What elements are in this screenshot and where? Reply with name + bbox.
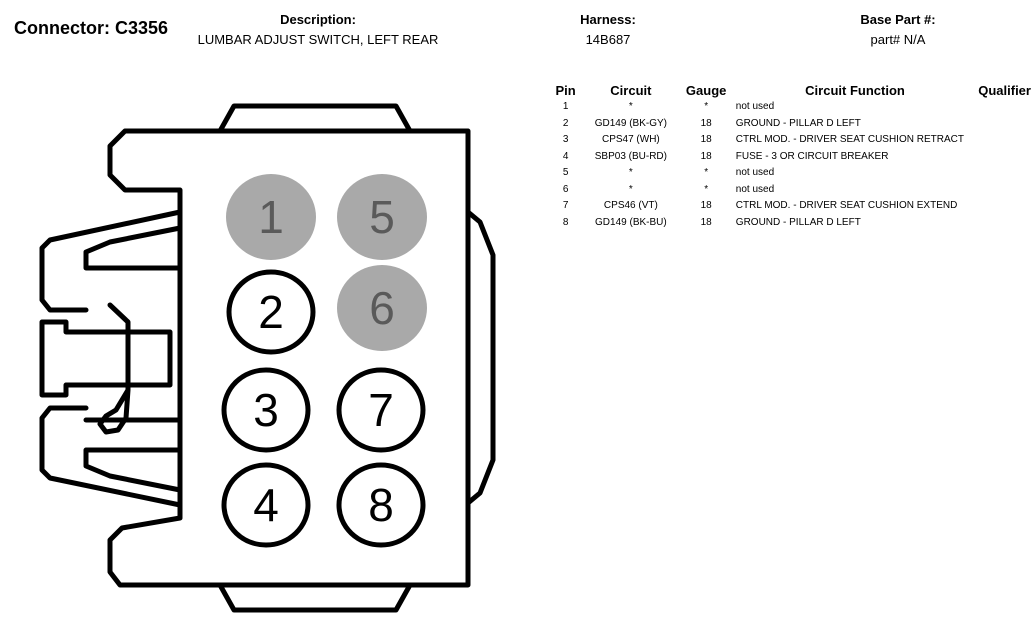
top-latch: [217, 103, 413, 134]
bottom-latch: [217, 582, 413, 613]
qualifier-cell: [978, 149, 1031, 166]
circuit-function-cell: not used: [735, 183, 775, 195]
left-lock-arm-lower-inner: [83, 447, 183, 493]
col-qualifier: Qualifier: [978, 83, 1031, 98]
pin-table: Pin Circuit Gauge Circuit Function Quali…: [550, 82, 1031, 231]
qualifier-cell: [978, 165, 1031, 182]
pin-circle: [226, 269, 316, 355]
pin-number-label: 3: [253, 384, 279, 436]
right-ramp: [465, 209, 496, 506]
pin-cell: 1: [562, 101, 569, 112]
pin-row: 4 SBP03 (BU-RD) 18 FUSE - 3 OR CIRCUIT BREA…: [550, 149, 1031, 166]
col-gauge: Gauge: [685, 83, 727, 98]
pin-cell: 8: [562, 216, 569, 228]
left-lock-arm-inner: [83, 225, 183, 271]
pin-row: 6 * * not used: [550, 182, 1031, 199]
pin-circle: [336, 462, 426, 548]
pin-circle: [226, 174, 316, 260]
qualifier-cell: [978, 116, 1031, 133]
pin-number-label: 8: [368, 479, 394, 531]
pin-number-label: 4: [253, 479, 279, 531]
pin-cell: 2: [562, 117, 569, 129]
gauge-cell: 18: [700, 134, 712, 145]
circuit-function-cell: not used: [735, 167, 775, 178]
pin-row: 2 GD149 (BK-GY) 18 GROUND - PILLAR D LEFT: [550, 116, 1031, 133]
connector-title: Connector: C3356: [14, 18, 169, 38]
circuit-function-cell: CTRL MOD. - DRIVER SEAT CUSHION EXTEND: [735, 200, 958, 211]
gauge-cell: 18: [700, 216, 712, 228]
left-lock-arm-lower: [39, 405, 183, 508]
gauge-cell: 18: [700, 117, 712, 129]
circuit-cell: GD149 (BK-BU): [595, 216, 667, 228]
pin-circle: [336, 367, 426, 453]
circuit-function-cell: FUSE - 3 OR CIRCUIT BREAKER: [735, 150, 889, 162]
circuit-cell: CPS46 (VT): [603, 200, 658, 211]
gauge-cell: 18: [700, 200, 712, 211]
qualifier-cell: [978, 99, 1031, 116]
circuit-cell: *: [628, 101, 633, 112]
circuit-cell: SBP03 (BU-RD): [594, 150, 667, 162]
pin-cell: 7: [562, 200, 569, 211]
circuit-cell: CPS47 (WH): [601, 134, 660, 145]
connector-face-diagram: 1 2 3 4 5 6 7 8: [39, 103, 496, 613]
pin-circle: [221, 367, 311, 453]
description-value: LUMBAR ADJUST SWITCH, LEFT REAR: [197, 32, 439, 47]
pin-number-label: 5: [369, 191, 395, 243]
col-circuit-function: Circuit Function: [805, 83, 905, 98]
pin-table-header: Pin Circuit Gauge Circuit Function Quali…: [550, 82, 1031, 99]
gauge-cell: *: [704, 167, 709, 178]
circuit-function-cell: GROUND - PILLAR D LEFT: [735, 216, 861, 228]
pin-number-label: 1: [258, 191, 284, 243]
harness-label: Harness:: [580, 12, 636, 27]
pin-number-label: 6: [369, 282, 395, 334]
pin-cell: 4: [562, 150, 569, 162]
left-lock-arm: [39, 209, 183, 313]
pin-number-label: 7: [368, 384, 394, 436]
pin-row: 5 * * not used: [550, 165, 1031, 182]
pin-cell: 5: [562, 167, 569, 178]
pin-circle: [337, 174, 427, 260]
base-part-value: part# N/A: [870, 32, 926, 47]
pin-circle: [221, 462, 311, 548]
gauge-cell: *: [704, 183, 709, 195]
pin-row: 8 GD149 (BK-BU) 18 GROUND - PILLAR D LEFT: [550, 215, 1031, 232]
circuit-cell: GD149 (BK-GY): [594, 117, 667, 129]
pin-7: 7: [336, 367, 426, 453]
pin-row: 3 CPS47 (WH) 18 CTRL MOD. - DRIVER SEAT CUS…: [550, 132, 1031, 149]
col-pin: Pin: [555, 83, 576, 98]
description-label: Description:: [280, 12, 356, 27]
harness-value: 14B687: [585, 32, 631, 47]
circuit-cell: *: [628, 183, 633, 195]
qualifier-cell: [978, 182, 1031, 199]
pin-number-label: 2: [258, 286, 284, 338]
pin-6: 6: [337, 265, 427, 351]
pin-circle: [337, 265, 427, 351]
pin-5: 5: [337, 174, 427, 260]
pin-4: 4: [221, 462, 311, 548]
gauge-cell: 18: [700, 150, 712, 162]
base-part-label: Base Part #:: [860, 12, 936, 27]
latch-hook: [97, 302, 131, 435]
qualifier-cell: [978, 215, 1031, 232]
latch-block: [39, 319, 173, 398]
pin-8: 8: [336, 462, 426, 548]
circuit-function-cell: GROUND - PILLAR D LEFT: [735, 117, 861, 129]
circuit-cell: *: [628, 167, 633, 178]
pin-row: 1 * * not used: [550, 99, 1031, 116]
qualifier-cell: [978, 132, 1031, 149]
gauge-cell: *: [704, 101, 709, 112]
col-circuit: Circuit: [610, 83, 652, 98]
qualifier-cell: [978, 198, 1031, 215]
circuit-function-cell: CTRL MOD. - DRIVER SEAT CUSHION RETRACT: [735, 134, 964, 145]
pin-1: 1: [226, 174, 316, 260]
pin-cell: 6: [562, 183, 569, 195]
pin-row: 7 CPS46 (VT) 18 CTRL MOD. - DRIVER SEAT CUS…: [550, 198, 1031, 215]
pin-3: 3: [221, 367, 311, 453]
circuit-function-cell: not used: [735, 101, 775, 112]
pin-cell: 3: [562, 134, 569, 145]
pin-2: 2: [226, 269, 316, 355]
